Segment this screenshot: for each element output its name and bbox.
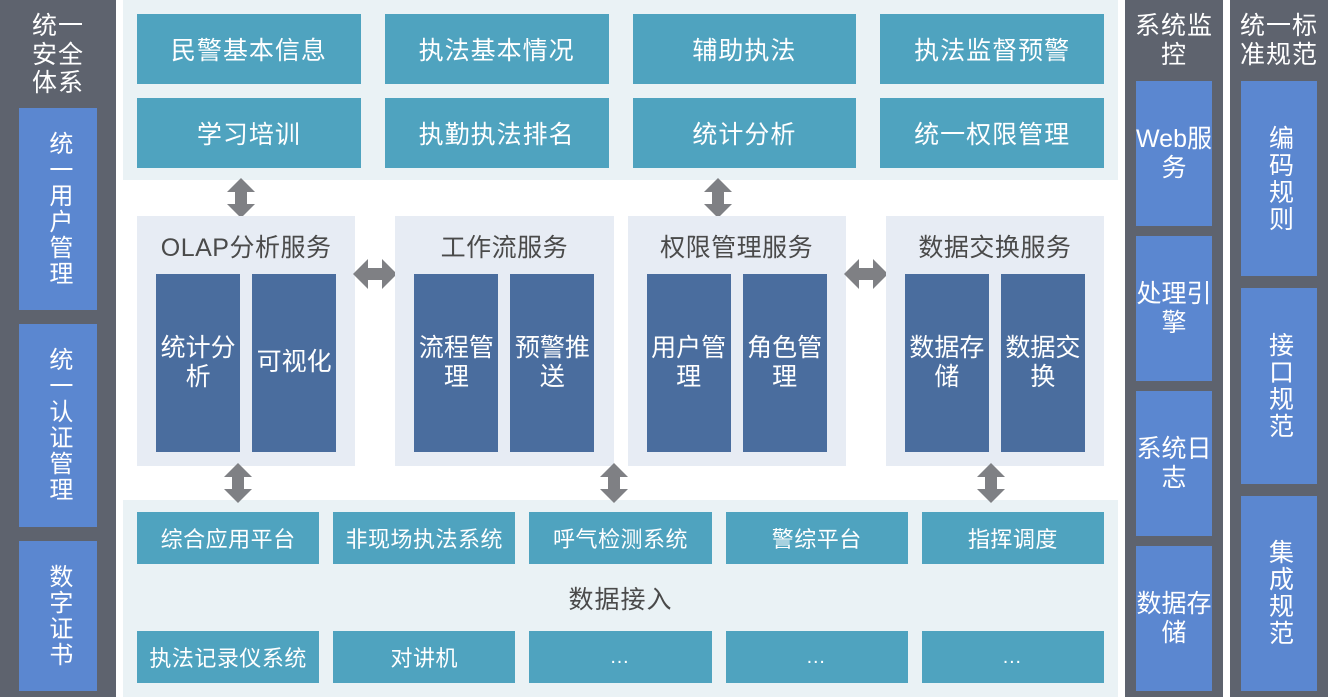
double-arrow-vertical-icon [599, 463, 629, 503]
service-panel-workflow: 工作流服务 流程管理 预警推送 [395, 216, 614, 466]
double-arrow-vertical-icon [976, 463, 1006, 503]
data-box-placeholder-3[interactable]: … [921, 631, 1105, 683]
data-access-label: 数据接入 [568, 585, 673, 614]
sidebar-item-unified-user-management[interactable]: 统一用户管理 [19, 107, 97, 310]
service-panel-title-olap: OLAP分析服务 [160, 234, 332, 262]
double-arrow-horizontal-icon [843, 258, 888, 290]
service-panel-data-exchange: 数据交换服务 数据存储 数据交换 [885, 216, 1104, 466]
data-box-law-enforcement-recorder-system[interactable]: 执法记录仪系统 [137, 631, 320, 683]
application-layer-grid: 民警基本信息 执法基本情况 辅助执法 执法监督预警 学习培训 执勤执法排名 统计… [137, 14, 1104, 168]
sidebar-item-unified-auth-management[interactable]: 统一认证管理 [19, 324, 97, 527]
service-box-visualization[interactable]: 可视化 [252, 274, 337, 452]
app-box-learning-training[interactable]: 学习培训 [137, 98, 361, 168]
service-box-alert-push[interactable]: 预警推送 [510, 274, 595, 452]
service-gap-2 [613, 216, 628, 466]
app-box-police-basic-info[interactable]: 民警基本信息 [137, 14, 361, 84]
sidebar-item-coding-rules[interactable]: 编码规则 [1241, 81, 1317, 277]
service-box-statistical-analysis[interactable]: 统计分析 [156, 274, 241, 452]
application-layer: 民警基本信息 执法基本情况 辅助执法 执法监督预警 学习培训 执勤执法排名 统计… [123, 0, 1118, 180]
arrow-band-app-service [123, 178, 1118, 218]
sidebar-item-digital-certificate[interactable]: 数字证书 [19, 540, 97, 691]
service-box-data-exchange[interactable]: 数据交换 [1000, 274, 1085, 452]
data-box-integrated-application-platform[interactable]: 综合应用平台 [137, 512, 320, 564]
service-panel-title-workflow: 工作流服务 [440, 234, 569, 262]
sidebar-standard-title: 统一标准规范 [1239, 12, 1318, 69]
service-panel-title-permission: 权限管理服务 [660, 234, 814, 262]
main-architecture-column: 民警基本信息 执法基本情况 辅助执法 执法监督预警 学习培训 执勤执法排名 统计… [123, 0, 1118, 697]
sidebar-item-system-log[interactable]: 系统日志 [1136, 391, 1212, 536]
service-panel-permission: 权限管理服务 用户管理 角色管理 [627, 216, 846, 466]
service-panel-boxes-olap: 统计分析 可视化 [149, 274, 343, 452]
service-box-role-management[interactable]: 角色管理 [742, 274, 827, 452]
service-box-data-storage[interactable]: 数据存储 [904, 274, 989, 452]
service-layer: OLAP分析服务 统计分析 可视化 工作流服务 流程管理 预警推送 [123, 216, 1118, 466]
right-sidebar-system-monitoring: 系统监控 Web服务 处理引擎 系统日志 数据存储 [1125, 0, 1223, 697]
app-box-statistical-analysis[interactable]: 统计分析 [632, 98, 857, 168]
arrow-band-service-data [123, 463, 1118, 503]
left-sidebar-title: 统一安全体系 [31, 12, 84, 97]
sidebar-monitor-title: 系统监控 [1134, 12, 1213, 69]
sidebar-item-web-service[interactable]: Web服务 [1136, 81, 1212, 226]
app-box-duty-enforcement-ranking[interactable]: 执勤执法排名 [384, 98, 609, 168]
app-box-enforcement-basic-status[interactable]: 执法基本情况 [384, 14, 609, 84]
double-arrow-vertical-icon [223, 463, 253, 503]
data-box-non-onsite-enforcement-system[interactable]: 非现场执法系统 [333, 512, 516, 564]
service-box-process-management[interactable]: 流程管理 [414, 274, 499, 452]
data-box-breath-test-system[interactable]: 呼气检测系统 [529, 512, 712, 564]
app-box-assisted-enforcement[interactable]: 辅助执法 [632, 14, 857, 84]
data-box-placeholder-2[interactable]: … [725, 631, 908, 683]
sidebar-item-data-storage[interactable]: 数据存储 [1136, 546, 1212, 691]
app-box-enforcement-supervision-alert[interactable]: 执法监督预警 [880, 14, 1104, 84]
service-panel-boxes-workflow: 流程管理 预警推送 [407, 274, 601, 452]
data-box-police-integrated-platform[interactable]: 警综平台 [725, 512, 908, 564]
data-layer-top-row: 综合应用平台 非现场执法系统 呼气检测系统 警综平台 指挥调度 [137, 512, 1105, 564]
left-sidebar-security-system: 统一安全体系 统一用户管理 统一认证管理 数字证书 [0, 0, 116, 697]
service-box-user-management[interactable]: 用户管理 [646, 274, 731, 452]
data-box-command-dispatch[interactable]: 指挥调度 [921, 512, 1105, 564]
data-box-walkie-talkie[interactable]: 对讲机 [333, 631, 516, 683]
sidebar-item-integration-standard[interactable]: 集成规范 [1241, 495, 1317, 691]
right-sidebar-unified-standards: 统一标准规范 编码规则 接口规范 集成规范 [1230, 0, 1328, 697]
service-gap-3 [843, 216, 888, 466]
double-arrow-vertical-icon [703, 178, 733, 218]
service-gap-1 [353, 216, 398, 466]
sidebar-item-interface-standard[interactable]: 接口规范 [1241, 288, 1317, 484]
service-panel-boxes-permission: 用户管理 角色管理 [640, 274, 834, 452]
data-access-layer: 综合应用平台 非现场执法系统 呼气检测系统 警综平台 指挥调度 数据接入 执法记… [123, 500, 1118, 697]
service-panel-title-data-exchange: 数据交换服务 [918, 234, 1072, 262]
app-box-unified-permission-management[interactable]: 统一权限管理 [880, 98, 1104, 168]
double-arrow-vertical-icon [226, 178, 256, 218]
double-arrow-horizontal-icon [353, 258, 398, 290]
sidebar-item-processing-engine[interactable]: 处理引擎 [1136, 236, 1212, 381]
data-box-placeholder-1[interactable]: … [529, 631, 712, 683]
data-layer-bottom-row: 执法记录仪系统 对讲机 … … … [137, 631, 1105, 683]
service-panel-olap: OLAP分析服务 统计分析 可视化 [137, 216, 356, 466]
service-panel-boxes-data-exchange: 数据存储 数据交换 [898, 274, 1092, 452]
